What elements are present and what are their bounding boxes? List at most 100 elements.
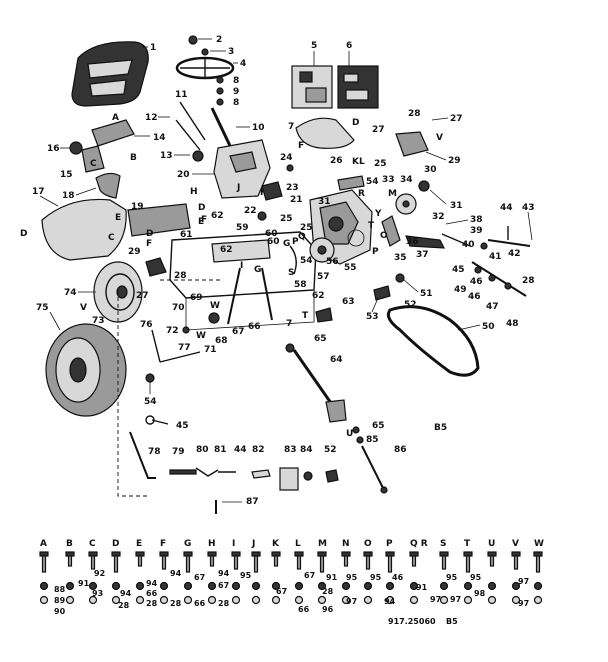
label-7b: 7 xyxy=(286,319,292,329)
hw-67d: 67 xyxy=(304,571,315,580)
label-10: 10 xyxy=(252,123,265,133)
hw-col-A: A xyxy=(40,539,47,549)
letter-F-left: F xyxy=(146,239,152,249)
label-35: 35 xyxy=(394,253,407,263)
label-31b: 31 xyxy=(450,201,463,211)
hw-col-QR: Q R xyxy=(410,539,428,549)
letter-V-left: V xyxy=(80,303,87,313)
washer-icon xyxy=(135,595,145,605)
bolt-shank-icon xyxy=(137,555,143,567)
label-16: 16 xyxy=(47,144,60,154)
label-13: 13 xyxy=(160,151,173,161)
nut-icon xyxy=(385,581,395,591)
label-24: 24 xyxy=(280,153,293,163)
nut-icon xyxy=(271,581,281,591)
bolt-shank-icon xyxy=(233,555,239,570)
letter-W-lower: W xyxy=(196,331,206,341)
label-25c: 25 xyxy=(300,223,313,233)
hw-28e: 28 xyxy=(322,587,334,596)
label-31: 31 xyxy=(318,197,331,207)
washer-icon xyxy=(363,595,373,605)
letter-D-19: D xyxy=(198,203,205,213)
label-77: 77 xyxy=(178,343,191,353)
washer-icon xyxy=(207,595,217,605)
washer-icon xyxy=(294,595,304,605)
label-52b: 52 xyxy=(324,445,337,455)
catalog-number: 917.25060 xyxy=(388,617,436,626)
label-22: 22 xyxy=(244,206,257,216)
bolt-shank-icon xyxy=(411,555,417,567)
letter-Q: Q xyxy=(298,232,306,242)
hw-95b: 95 xyxy=(346,573,358,582)
label-29b: 29 xyxy=(128,247,141,257)
label-46a: 46 xyxy=(470,277,483,287)
letter-W: W xyxy=(210,301,220,311)
hw-97e: 97 xyxy=(518,599,529,608)
washer-icon xyxy=(409,595,419,605)
letter-I: I xyxy=(240,261,243,271)
label-39: 39 xyxy=(470,226,483,236)
washer-icon xyxy=(111,595,121,605)
hw-94a: 94 xyxy=(120,589,132,598)
label-25a: 25 xyxy=(280,214,293,224)
label-84: 84 xyxy=(300,445,313,455)
bolt-shank-icon xyxy=(365,555,371,570)
letter-E: E xyxy=(115,213,121,223)
nut-icon xyxy=(294,581,304,591)
label-36: 36 xyxy=(406,237,419,247)
hw-col-M: M xyxy=(318,539,327,549)
label-27a: 27 xyxy=(372,125,385,135)
label-74: 74 xyxy=(64,288,77,298)
washer-icon xyxy=(231,595,241,605)
label-61: 61 xyxy=(180,230,193,240)
label-34: 34 xyxy=(400,175,413,185)
hw-95d: 95 xyxy=(446,573,458,582)
label-86: 86 xyxy=(394,445,407,455)
nut-icon xyxy=(463,581,473,591)
hw-col-W: W xyxy=(534,539,544,549)
label-72: 72 xyxy=(166,326,179,336)
hw-col-P: P xyxy=(386,539,393,549)
label-85-ref: B5 xyxy=(434,423,447,433)
decal-5 xyxy=(291,65,333,109)
bolt-shank-icon xyxy=(209,555,215,567)
hw-97d: 97 xyxy=(518,577,529,586)
label-26: 26 xyxy=(330,156,343,166)
hw-94d: 94 xyxy=(218,569,230,578)
letter-G: G xyxy=(283,239,290,249)
label-14: 14 xyxy=(153,133,166,143)
washer-icon xyxy=(39,595,49,605)
nut-icon xyxy=(317,581,327,591)
label-85: 85 xyxy=(366,435,379,445)
hw-col-J: J xyxy=(251,539,255,549)
washer-icon xyxy=(271,595,281,605)
label-3: 3 xyxy=(228,47,234,57)
label-47: 47 xyxy=(486,302,499,312)
washer-icon xyxy=(251,595,261,605)
letter-T: T xyxy=(368,221,375,231)
hw-28d: 28 xyxy=(218,599,230,608)
nut-icon xyxy=(65,581,75,591)
label-87: 87 xyxy=(246,497,259,507)
label-76: 76 xyxy=(140,320,153,330)
letter-Y: Y xyxy=(374,209,382,219)
hw-95c: 95 xyxy=(370,573,382,582)
bolt-shank-icon xyxy=(41,555,47,573)
steering-wheel xyxy=(175,35,235,80)
bolt-shank-icon xyxy=(67,555,73,567)
hw-col-V: V xyxy=(512,539,519,549)
letter-C: C xyxy=(90,159,97,169)
label-44b: 44 xyxy=(234,445,247,455)
bolt-shank-icon xyxy=(513,555,519,570)
letter-H-left: H xyxy=(190,187,198,197)
label-27b: 27 xyxy=(450,114,463,124)
letter-D-left: D xyxy=(20,229,27,239)
label-42: 42 xyxy=(508,249,521,259)
label-46b: 46 xyxy=(468,292,481,302)
label-12: 12 xyxy=(145,113,158,123)
label-78: 78 xyxy=(148,447,161,457)
letter-U: U xyxy=(346,429,353,439)
label-28c: 28 xyxy=(174,271,187,281)
hw-28c: 28 xyxy=(170,599,182,608)
